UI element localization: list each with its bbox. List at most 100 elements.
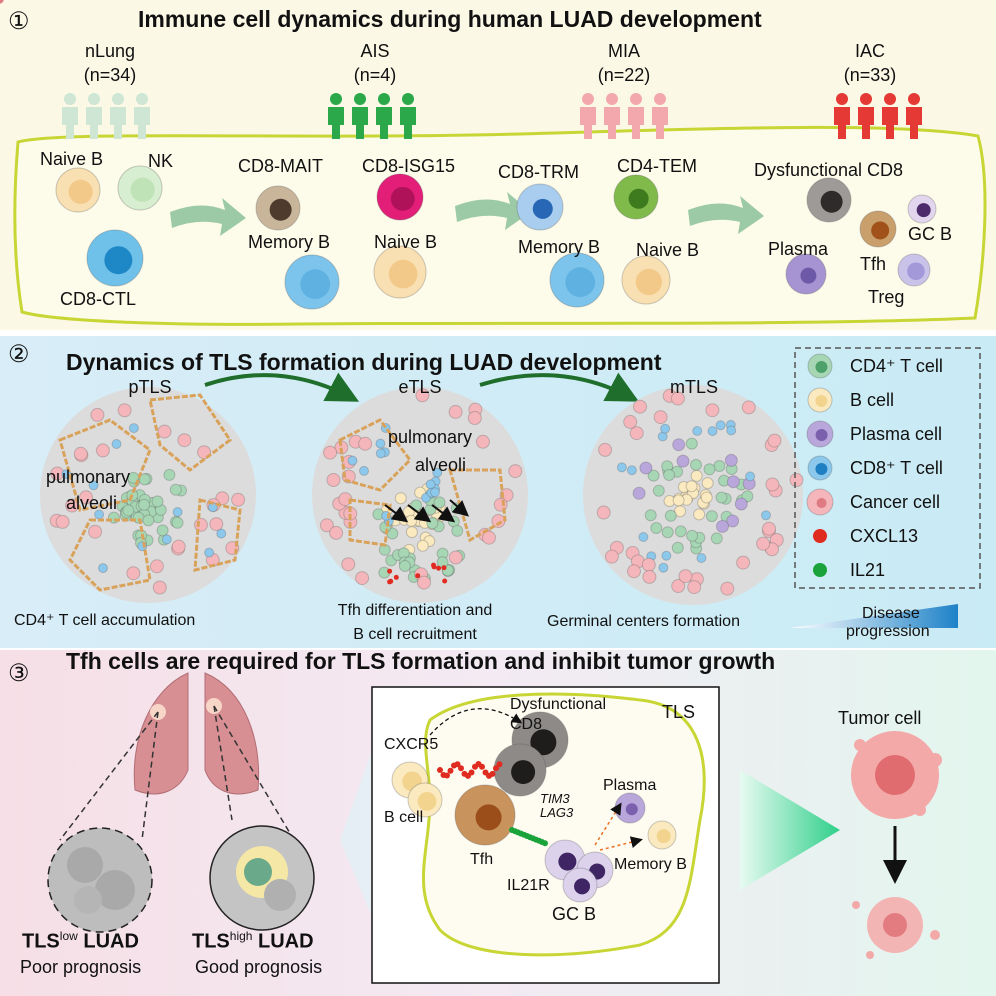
cd4-t-cell bbox=[0, 0, 687, 538]
cd4-t-cell bbox=[0, 0, 411, 572]
cxcl13-dot bbox=[496, 761, 503, 768]
cxcl13-dot bbox=[437, 767, 443, 773]
b-cell-icon bbox=[407, 782, 443, 818]
person-icon bbox=[906, 93, 922, 139]
tls-low-label: TLSlow LUAD bbox=[22, 929, 139, 953]
cd8-t-cell bbox=[0, 0, 756, 482]
cd8-isg15-cell-icon bbox=[376, 173, 424, 221]
cell-niche-outline bbox=[13, 125, 987, 326]
group-mia-name: MIA bbox=[607, 41, 641, 61]
cancer-cell bbox=[0, 0, 686, 593]
cxcl13-dot bbox=[468, 769, 475, 776]
legend-plasma-cell: Plasma cell bbox=[850, 424, 943, 444]
tumor-cell-label: Tumor cell bbox=[838, 708, 922, 728]
person-icon bbox=[580, 93, 596, 139]
cancer-cell bbox=[0, 0, 693, 584]
group-ais-name: AIS bbox=[360, 41, 390, 61]
box-dysfunctional-label: Dysfunctional bbox=[510, 696, 607, 713]
ptls-section bbox=[40, 387, 256, 603]
person-icon bbox=[604, 93, 620, 139]
b-cell bbox=[0, 0, 706, 521]
cd8-mait-cell-icon bbox=[255, 185, 301, 231]
poor-prognosis: Poor prognosis bbox=[20, 957, 142, 977]
cd8-ctl-cell-icon bbox=[86, 229, 144, 287]
cd8-t-cell bbox=[0, 0, 227, 539]
label-naive-b-2: Naive B bbox=[374, 232, 438, 252]
person-icon bbox=[352, 93, 368, 139]
label-plasma: Plasma bbox=[768, 239, 829, 259]
cxcl13-dot bbox=[454, 761, 461, 768]
box-tim3-label: TIM3 bbox=[540, 791, 570, 806]
person-icon bbox=[376, 93, 392, 139]
cxcl13-dot bbox=[415, 573, 421, 579]
cancer-cell bbox=[0, 0, 771, 551]
il21-dot bbox=[542, 840, 548, 847]
label-naive-b-3: Naive B bbox=[636, 240, 700, 260]
b-cell bbox=[0, 0, 713, 504]
box-cd8-label: CD8 bbox=[510, 716, 543, 733]
label-treg: Treg bbox=[868, 287, 905, 307]
cd4-t-cell bbox=[0, 0, 723, 545]
cancer-cell bbox=[0, 0, 804, 487]
ptls-alveoli-label-2: alveoli bbox=[66, 493, 118, 513]
cxcl13-dot bbox=[444, 772, 450, 779]
memory-b-cell-icon bbox=[284, 254, 340, 310]
person-icon bbox=[86, 93, 102, 139]
group-mia-n: (n=22) bbox=[597, 65, 651, 85]
flow-arrow-1 bbox=[170, 198, 246, 236]
label-tfh: Tfh bbox=[860, 254, 887, 274]
tls-low-tumor bbox=[47, 827, 153, 933]
cancer-cell bbox=[0, 0, 463, 565]
cd4-t-cell bbox=[0, 0, 164, 508]
legend-icons bbox=[806, 353, 834, 577]
good-prognosis: Good prognosis bbox=[195, 957, 323, 977]
cd4-t-cell-icon bbox=[807, 353, 833, 379]
tumor-cell-small bbox=[852, 897, 940, 959]
etls-alveoli-label-2: alveoli bbox=[415, 455, 467, 475]
il21-dot-icon bbox=[813, 563, 827, 577]
cd8-t-cell-icon bbox=[807, 455, 833, 481]
tls-outline bbox=[422, 692, 706, 957]
cd8-t-cell bbox=[0, 0, 386, 449]
memory-b-cell-icon bbox=[549, 252, 605, 308]
b-cell bbox=[0, 0, 418, 539]
group-nlung-n: (n=34) bbox=[83, 65, 137, 85]
b-cell-icon bbox=[807, 387, 833, 413]
cd4-t-cell bbox=[0, 0, 663, 534]
label-cd8-isg15: CD8-ISG15 bbox=[362, 156, 456, 176]
dysfunctional-cd8-cell-icon bbox=[806, 177, 852, 223]
person-icon bbox=[134, 93, 150, 139]
etls-alveoli bbox=[338, 418, 507, 547]
cxcl13-dot bbox=[436, 565, 442, 571]
person-icon bbox=[652, 93, 668, 139]
person-icon bbox=[62, 93, 78, 139]
cancer-cell bbox=[0, 0, 141, 581]
box-gc-b-label: GC B bbox=[552, 904, 597, 924]
cancer-cell bbox=[0, 0, 463, 419]
label-cd8-trm: CD8-TRM bbox=[498, 162, 579, 182]
progression-label-2: progression bbox=[846, 623, 930, 640]
person-icon bbox=[858, 93, 874, 139]
mechanism-cells bbox=[391, 711, 677, 903]
label-dysfunctional-cd8: Dysfunctional CD8 bbox=[754, 160, 904, 180]
memory-b-cell-icon bbox=[647, 820, 677, 850]
cxcl13-dot bbox=[489, 770, 496, 777]
patient-groups bbox=[62, 93, 922, 139]
inhibition-triangle bbox=[740, 770, 840, 890]
etls-alveoli-label-1: pulmonary bbox=[388, 427, 473, 447]
cancer-cell bbox=[0, 0, 523, 479]
cxcl13-dot bbox=[458, 765, 464, 772]
group-iac-name: IAC bbox=[854, 41, 886, 61]
label-memory-b-1: Memory B bbox=[248, 232, 331, 252]
tumor-cell-large bbox=[851, 731, 942, 819]
cd4-tem-cell-icon bbox=[613, 174, 659, 220]
cxcl13-dot bbox=[479, 763, 485, 770]
plasma-cell-icon bbox=[806, 420, 834, 448]
legend-cd4-t-cell: CD4⁺ T cell bbox=[850, 356, 943, 376]
label-cd8-ctl: CD8-CTL bbox=[60, 289, 137, 309]
cxcl13-dot bbox=[447, 767, 454, 774]
panel-2-title: Dynamics of TLS formation during LUAD de… bbox=[66, 349, 662, 375]
treg-cell-icon bbox=[897, 253, 931, 287]
legend-box bbox=[794, 347, 981, 589]
